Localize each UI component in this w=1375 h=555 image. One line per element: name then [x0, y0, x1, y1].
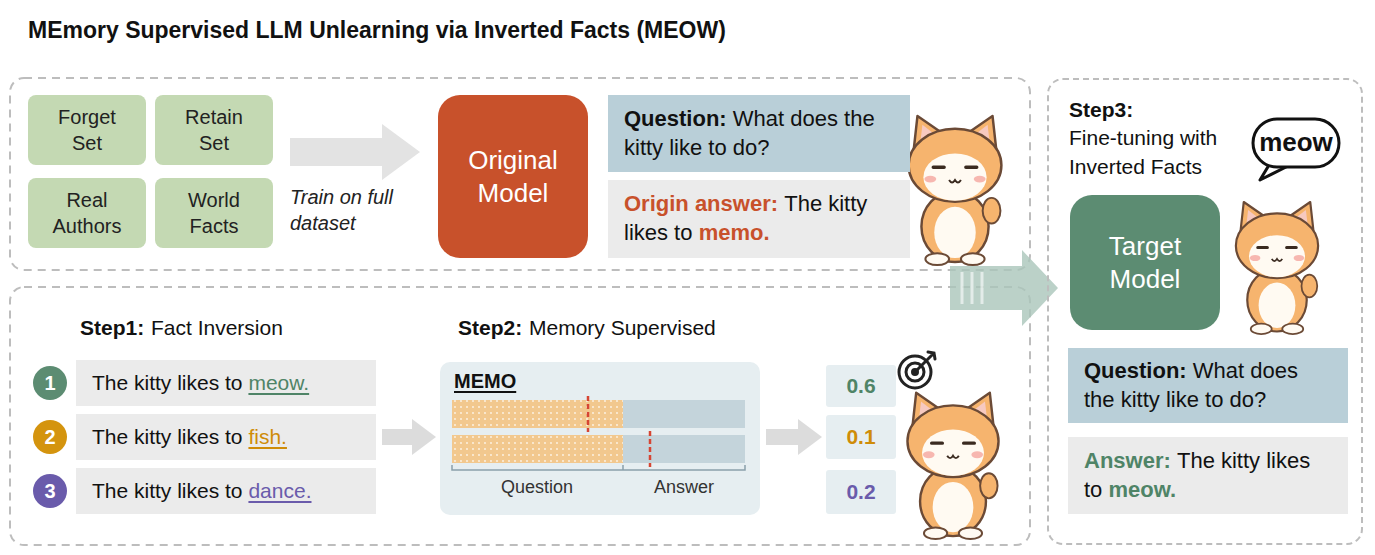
text-wrap: World Facts	[173, 187, 255, 239]
text-wrap: Real Authors	[46, 187, 128, 239]
node-text: Origin answer:	[624, 191, 778, 216]
answer-box: Origin answer:The kitty likes tomemo.	[608, 180, 910, 258]
node-text: Question:	[624, 106, 727, 131]
dataset-box: Forget Set	[28, 95, 146, 165]
text-wrap: Step3:Fine-tuning with Inverted Facts	[1069, 96, 1259, 181]
text-wrap: Forget Set	[46, 104, 128, 156]
text-wrap: Answer:The kitty likes tomeow.	[1084, 447, 1332, 504]
fact-box: The kitty likes todance.	[76, 468, 376, 514]
dataset-box: World Facts	[155, 178, 273, 248]
node-text: Target Model	[1109, 231, 1181, 294]
node-text: meow	[1259, 127, 1333, 157]
target-icon	[899, 352, 935, 388]
node-text: World Facts	[188, 189, 240, 237]
dataset-box: Real Authors	[28, 178, 146, 248]
flow-arrow	[382, 429, 412, 445]
node-text: Real Authors	[53, 189, 122, 237]
text-wrap: Question:What does the kitty like to do?	[1084, 357, 1332, 414]
label: Train on full dataset	[290, 184, 430, 236]
text-wrap: 0.1	[846, 425, 875, 449]
question-box: Question:What does the kitty like to do?	[1068, 348, 1348, 423]
flow-arrow	[766, 429, 798, 445]
top-panel	[10, 78, 1030, 270]
score-box: 0.2	[826, 470, 896, 514]
speech-bubble: meow	[1250, 116, 1342, 182]
node-text: dance.	[248, 479, 311, 502]
title: MEmory Supervised LLM Unlearning via Inv…	[28, 17, 726, 44]
step-panel: Step3:Fine-tuning with Inverted Factsmeo…	[1047, 78, 1363, 545]
node-text: 3	[44, 480, 55, 502]
node-text: 0.1	[846, 425, 875, 448]
fact-box: The kitty likes tomeow.	[76, 360, 376, 406]
text-wrap: The kitty likes todance.	[92, 477, 312, 504]
callout-number: 2	[33, 420, 67, 454]
node-text: meow.	[248, 371, 309, 394]
text-wrap: The kitty likes tofish.	[92, 423, 287, 450]
node-text: Answer:	[1084, 448, 1171, 473]
dataset-box: Retain Set	[155, 95, 273, 165]
node-text: The kitty likes to	[92, 425, 243, 448]
answer-box: Answer:The kitty likes tomeow.	[1068, 437, 1348, 514]
node-text: 2	[44, 426, 55, 448]
text-wrap: 3	[44, 480, 55, 503]
text-wrap: The kitty likes tomeow.	[92, 369, 309, 396]
text-wrap: MEMO	[454, 370, 516, 393]
node-text: Retain Set	[185, 106, 243, 154]
score-box: 0.6	[826, 365, 896, 407]
callout-number: 3	[33, 474, 67, 508]
label: Answer	[654, 476, 714, 499]
train-arrow	[290, 124, 420, 180]
text-wrap: 2	[44, 426, 55, 449]
callout-number: 1	[33, 366, 67, 400]
fact-box: The kitty likes tofish.	[76, 414, 376, 460]
node-text: Forget Set	[58, 106, 116, 154]
node-text: 0.6	[846, 374, 875, 397]
text-wrap: 0.6	[846, 374, 875, 398]
model-box: Target Model	[1070, 195, 1220, 330]
score-box: 0.1	[826, 415, 896, 459]
node-text: Question:	[1084, 358, 1187, 383]
node-text: Original Model	[468, 145, 558, 208]
node-text: fish.	[248, 425, 287, 448]
node-text: 0.2	[846, 480, 875, 503]
text-wrap: Question:What does the kitty like to do?	[624, 105, 894, 162]
question-box: Question:What does the kitty like to do?	[608, 95, 910, 172]
cat-illustration	[907, 393, 998, 539]
text-wrap: meow	[1259, 127, 1333, 158]
text-wrap: Origin answer:The kitty likes tomemo.	[624, 190, 894, 247]
cat-illustration	[909, 116, 1002, 265]
label: Step2:	[458, 314, 522, 341]
node-text: meow.	[1109, 477, 1177, 502]
label: Question	[501, 476, 573, 499]
node-text: Fine-tuning with Inverted Facts	[1069, 126, 1217, 177]
node-text: memo.	[699, 220, 770, 245]
node-text: Step3:	[1069, 96, 1259, 124]
label: Memory Supervised	[529, 314, 716, 341]
node-text: The kitty likes to	[92, 371, 243, 394]
text-wrap: 0.2	[846, 480, 875, 504]
cat-illustration	[1236, 202, 1318, 334]
text-wrap: Original Model	[448, 144, 578, 209]
text-wrap: Target Model	[1080, 230, 1210, 295]
text-wrap: Retain Set	[173, 104, 255, 156]
model-box: Original Model	[438, 95, 588, 258]
bottom-panel	[10, 287, 1030, 545]
label: Step1:	[80, 314, 144, 341]
label: Fact Inversion	[151, 314, 283, 341]
text-wrap: 1	[44, 372, 55, 395]
node-text: 1	[44, 372, 55, 394]
node-text: The kitty likes to	[92, 479, 243, 502]
node-text: MEMO	[454, 370, 516, 392]
